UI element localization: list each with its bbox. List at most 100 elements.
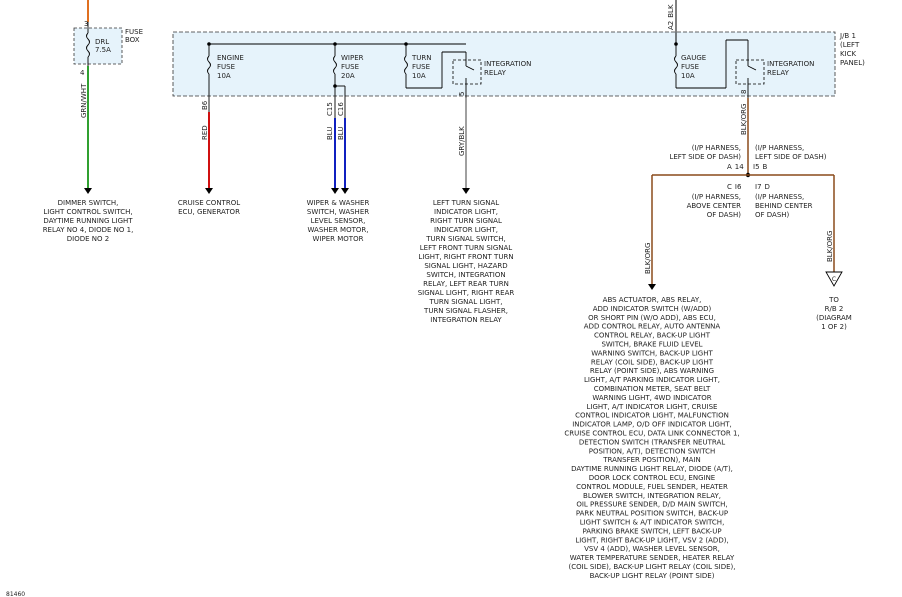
fuse-box-label-1: FUSE — [125, 28, 143, 36]
dest-turn-line: INTEGRATION RELAY — [430, 316, 502, 324]
dest-abs-line: BLOWER SWITCH, INTEGRATION RELAY, — [583, 492, 721, 500]
dest-dimmer: DIMMER SWITCH,LIGHT CONTROL SWITCH,DAYTI… — [43, 199, 134, 243]
wiper-fuse: WIPER FUSE 20A — [333, 42, 364, 98]
gauge-fuse-name: GAUGE — [681, 54, 706, 62]
dest-abs-line: PARKING BRAKE SWITCH, LEFT BACK-UP — [582, 527, 721, 535]
junction-block: J/B 1 (LEFT KICK PANEL) — [172, 31, 865, 97]
relay-2-pin: 8 — [740, 90, 748, 94]
dest-abs: ABS ACTUATOR, ABS RELAY,ADD INDICATOR SW… — [564, 296, 739, 580]
dest-turn-line: INDICATOR LIGHT, — [434, 208, 498, 216]
dest-abs-line: OIL PRESSURE SENDER, D/D MAIN SWITCH, — [576, 501, 727, 509]
turn-fuse-rating: 10A — [412, 72, 426, 80]
arrow-cruise-icon — [205, 188, 213, 194]
engine-fuse-name: ENGINE — [217, 54, 244, 62]
dest-abs-line: RELAY (COIL SIDE), BACK-UP LIGHT — [591, 358, 714, 366]
dest-abs-line: RELAY (POINT SIDE), ABS WARNING — [590, 367, 714, 375]
dest-dimmer-line: RELAY NO 4, DIODE NO 1, — [43, 226, 134, 234]
dest-dimmer-line: DIODE NO 2 — [67, 235, 109, 243]
dest-abs-line: CONTROL MODULE, FUEL SENDER, HEATER — [576, 483, 728, 491]
dest-turn-line: SIGNAL LIGHT, RIGHT REAR — [418, 289, 515, 297]
dest-abs-line: LIGHT SWITCH & A/T INDICATOR SWITCH, — [580, 519, 725, 527]
harness-c-label-1: (I/P HARNESS, — [692, 193, 741, 201]
connector-c-label: C — [832, 276, 836, 283]
turn-fuse-icon — [404, 55, 408, 75]
fuse-box-label-2: BOX — [125, 36, 140, 44]
dest-dimmer-line: DIMMER SWITCH, — [58, 199, 119, 207]
dest-abs-line: ADD INDICATOR SWITCH (W/ADD) — [593, 305, 712, 313]
dest-rb2-line: R/B 2 — [825, 305, 844, 313]
dest-abs-line: CONTROL INDICATOR LIGHT, MALFUNCTION — [575, 412, 729, 420]
harness-c-label-3: OF DASH) — [707, 211, 742, 219]
dest-wiper-line: SWITCH, WASHER — [307, 208, 369, 216]
dest-abs-line: COMBINATION METER, SEAT BELT — [594, 385, 711, 393]
integration-relay-2: INTEGRATION RELAY — [735, 40, 814, 98]
dest-abs-line: SWITCH, BRAKE FLUID LEVEL — [601, 341, 702, 349]
dest-abs-line: (COIL SIDE), BACK-UP LIGHT RELAY (COIL S… — [569, 563, 736, 571]
dest-abs-line: WARNING LIGHT, 4WD INDICATOR — [592, 394, 711, 402]
engine-fuse-pin: B6 — [201, 100, 209, 110]
engine-fuse-icon — [207, 55, 211, 75]
connector-c-icon — [825, 271, 843, 287]
engine-fuse-rating: 10A — [217, 72, 231, 80]
dest-wiper-line: WIPER & WASHER — [307, 199, 370, 207]
arrow-wiper-2-icon — [341, 188, 349, 194]
dest-rb2-line: (DIAGRAM — [816, 314, 852, 322]
drl-fuse-rating: 7.5A — [95, 46, 111, 54]
harness-a-label-2: LEFT SIDE OF DASH) — [669, 153, 741, 161]
engine-fuse-name2: FUSE — [217, 63, 235, 71]
relay-2-label-1: INTEGRATION — [767, 60, 814, 68]
dest-turn-line: TURN SIGNAL LIGHT, — [429, 298, 503, 306]
harness-d-label-1: (I/P HARNESS, — [755, 193, 804, 201]
dest-abs-line: CRUISE CONTROL ECU, DATA LINK CONNECTOR … — [564, 430, 739, 438]
wire-label-blk-org-right: BLK/ORG — [826, 231, 834, 262]
dest-abs-line: OR SHORT PIN (W/O ADD), ABS ECU, — [588, 314, 716, 322]
wiper-fuse-name2: FUSE — [341, 63, 359, 71]
relay-2-label-2: RELAY — [767, 69, 790, 77]
wire-label-grn-wht: GRN/WHT — [80, 83, 88, 118]
dest-dimmer-line: LIGHT CONTROL SWITCH, — [43, 208, 132, 216]
dest-abs-line: DAYTIME RUNNING LIGHT RELAY, DIODE (A/T)… — [571, 465, 733, 473]
arrow-turn-icon — [462, 188, 470, 194]
harness-c-label-2: ABOVE CENTER — [687, 202, 742, 210]
wiper-fuse-pin-2: C16 — [337, 102, 345, 116]
jb-label-2: (LEFT — [840, 41, 860, 49]
dest-abs-line: LIGHT, A/T PARKING INDICATOR LIGHT, — [584, 376, 720, 384]
gauge-fuse-icon — [674, 55, 678, 75]
arrow-abs-icon — [648, 284, 656, 290]
jb-feed-label: A2BLK — [667, 4, 675, 30]
turn-fuse: TURN FUSE 10A — [404, 42, 466, 89]
wiper-fuse-pin-1: C15 — [326, 102, 334, 116]
turn-fuse-name: TURN — [411, 54, 432, 62]
dest-abs-line: LIGHT, A/T INDICATOR LIGHT, CRUISE — [587, 403, 718, 411]
wiper-fuse-name: WIPER — [341, 54, 364, 62]
gauge-fuse: GAUGE FUSE 10A — [674, 39, 748, 89]
harness-d-label-2: BEHIND CENTER — [755, 202, 813, 210]
harness-b-label-2: LEFT SIDE OF DASH) — [755, 153, 827, 161]
dest-turn-line: SWITCH, INTEGRATION — [426, 271, 505, 279]
dest-wiper-line: WIPER MOTOR — [313, 235, 364, 243]
dest-abs-line: VSV 4 (ADD), WASHER LEVEL SENSOR, — [584, 545, 720, 553]
jb-label-3: KICK — [840, 50, 857, 58]
gauge-fuse-rating: 10A — [681, 72, 695, 80]
dest-abs-line: DETECTION SWITCH (TRANSFER NEUTRAL — [579, 438, 725, 446]
dest-turn-line: TURN SIGNAL FLASHER, — [423, 307, 508, 315]
dest-turn-line: LEFT TURN SIGNAL — [433, 199, 499, 207]
arrow-dimmer-icon — [84, 188, 92, 194]
dest-wiper-line: WASHER MOTOR, — [308, 226, 369, 234]
wiper-fuse-icon — [333, 55, 337, 75]
harness-a-label-1: (I/P HARNESS, — [692, 144, 741, 152]
dest-cruise-line: CRUISE CONTROL — [178, 199, 240, 207]
dest-abs-line: TRANSFER POSITION), MAIN — [602, 456, 701, 464]
relay-1-pin: 5 — [458, 92, 466, 96]
dest-turn-line: RELAY, LEFT REAR TURN — [423, 280, 509, 288]
dest-turn-line: TURN SIGNAL SWITCH, — [425, 235, 505, 243]
dest-cruise-line: ECU, GENERATOR — [178, 208, 240, 216]
dest-wiper-line: LEVEL SENSOR, — [311, 217, 366, 225]
dest-abs-line: LIGHT, RIGHT BACK-UP LIGHT, VSV 2 (ADD), — [575, 536, 728, 544]
